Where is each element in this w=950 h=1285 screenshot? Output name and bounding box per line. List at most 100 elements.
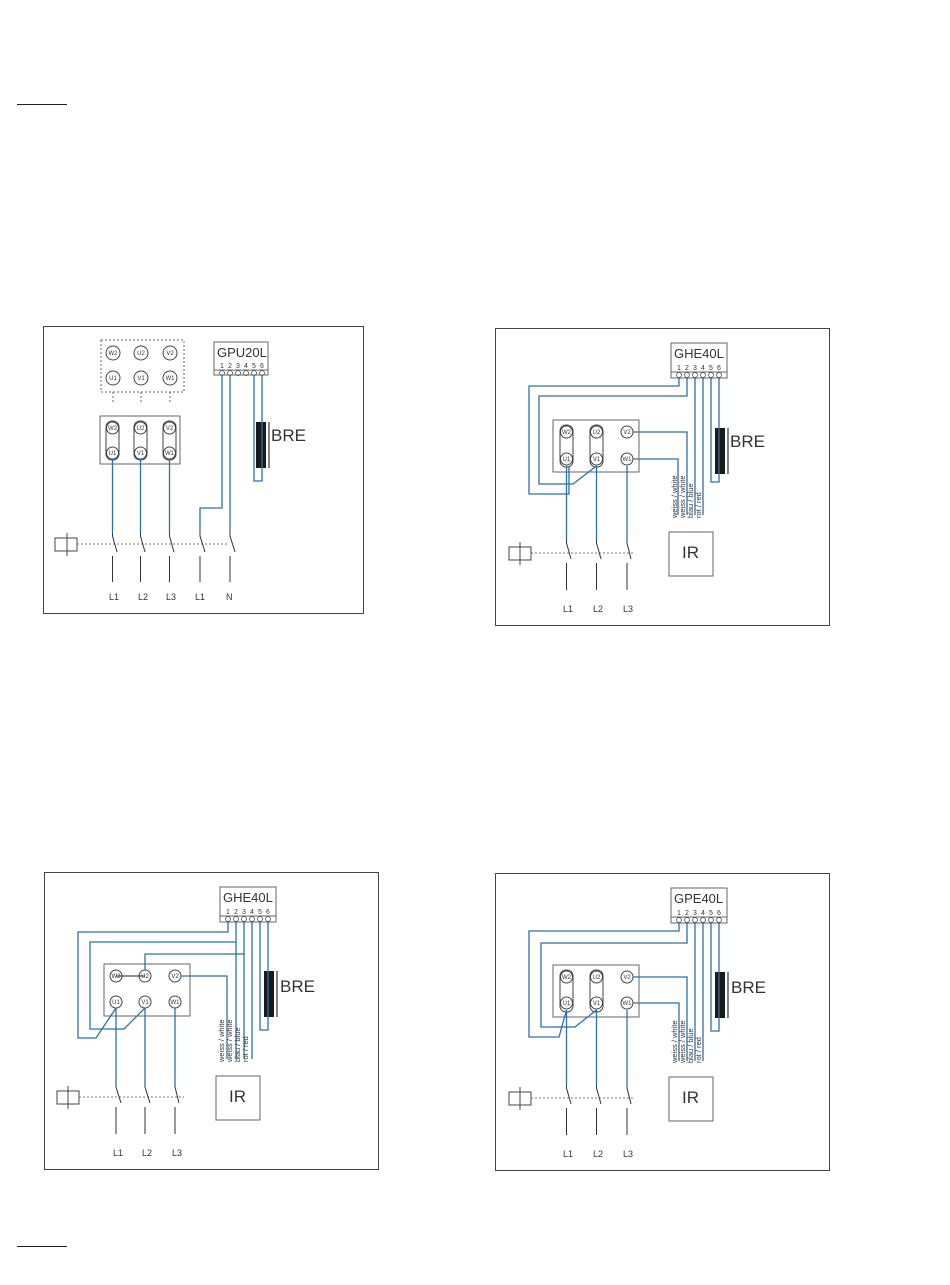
wire-label-white-2: weiss / white [678,1020,687,1064]
wire-labels: weiss / white weiss / white blau / blue … [670,1020,703,1064]
controller-box: GPE40L 1 2 3 4 5 6 [670,887,728,924]
wire-label-white-2: weiss / white [678,475,687,519]
bottom-rule [17,1246,67,1247]
terminal-num: 1 [226,909,230,916]
rectifier-label: IR [682,543,699,562]
supply-l1: L1 [563,604,573,614]
supply-labels: L1 L2 L3 [563,1149,633,1159]
wiring [77,922,269,1084]
terminal-num: 6 [260,363,264,370]
terminal-num: 1 [677,365,681,372]
terminal-u2: U2 [137,426,145,432]
supply-l2: L2 [593,604,603,614]
terminal-num: 3 [693,910,697,917]
wire-label-blue: blau / blue [686,1028,695,1063]
wire-label-blue: blau / blue [686,483,695,518]
supply-labels: L1 L2 L3 [563,604,633,614]
terminal-v2: V2 [166,426,174,432]
wire-labels: weiss / white weiss / white blau / blue … [670,475,703,519]
terminal-w2: W2 [562,975,572,981]
controller-label: GHE40L [674,346,724,361]
controller-box: GHE40L 1 2 3 4 5 6 [670,342,728,379]
wiring [528,923,720,1085]
alt-terminal-v2: V2 [166,351,174,357]
brake-coil: BRE [264,971,315,1017]
top-rule [17,104,67,105]
terminal-v2: V2 [171,974,179,980]
terminal-num: 6 [717,365,721,372]
terminal-num: 6 [266,909,270,916]
controller-label: GPU20L [217,345,267,360]
alt-terminal-u2: U2 [137,351,145,357]
brake-coil: BRE [256,422,306,468]
terminal-num: 2 [234,909,238,916]
supply-labels: L1 L2 L3 L1 N [109,592,233,602]
terminal-num: 6 [717,910,721,917]
wire-label-white-2: weiss / white [225,1019,234,1063]
terminal-num: 4 [701,910,705,917]
terminal-num: 4 [250,909,254,916]
supply-n: N [226,592,233,602]
supply-l2: L2 [142,1148,152,1158]
terminal-w1: W1 [623,457,633,463]
terminal-w1: W1 [165,451,175,457]
terminal-u1: U1 [563,1001,571,1007]
terminal-w2: W2 [108,426,118,432]
terminal-u1: U1 [109,451,117,457]
terminal-u2: U2 [141,974,149,980]
wire-label-blue: blau / blue [233,1027,242,1062]
motor-terminal-box: W2 U2 V2 U1 V1 W1 [99,415,181,465]
diagram-gpu20l: W2 U2 V2 U1 V1 W1 W2 U2 V2 U1 V1 W1 GPU2… [43,326,364,614]
wire-label-white-1: weiss / white [670,475,679,519]
alt-terminal-u1: U1 [109,376,117,382]
terminal-num: 5 [709,910,713,917]
wiring [111,376,263,533]
diagram-ghe40l-b: GHE40L 1 2 3 4 5 6 W2 U2 V2 U1 V1 W1 [44,872,379,1170]
alt-terminal-w1: W1 [166,376,176,382]
brake-label: BRE [280,977,315,996]
wiring [528,378,720,540]
terminal-u1: U1 [563,457,571,463]
wire-labels: weiss / white weiss / white blau / blue … [217,1019,250,1063]
rectifier-box: IR [668,531,714,577]
brake-label: BRE [730,432,765,451]
terminal-num: 1 [677,910,681,917]
terminal-num: 1 [220,363,224,370]
terminal-num: 3 [236,363,240,370]
motor-terminal-box: W2 U2 V2 U1 V1 W1 [552,964,640,1018]
contactor [508,540,635,590]
supply-l1: L1 [113,1148,123,1158]
rectifier-box: IR [215,1075,261,1121]
contactor [56,1084,184,1134]
controller-box: GHE40L 1 2 3 4 5 6 [219,886,277,923]
supply-l3: L3 [166,592,176,602]
controller-box: GPU20L 1 2 3 4 5 6 [213,341,269,376]
terminal-num: 5 [258,909,262,916]
supply-l1: L1 [563,1149,573,1159]
terminal-w1: W1 [171,1000,181,1006]
terminal-u2: U2 [593,975,601,981]
terminal-num: 4 [244,363,248,370]
wire-label-white-1: weiss / white [217,1019,226,1063]
wire-label-red: rot / red [241,1036,250,1062]
supply-l2: L2 [593,1149,603,1159]
terminal-u2: U2 [593,430,601,436]
rectifier-label: IR [682,1088,699,1107]
controller-label: GPE40L [674,891,723,906]
terminal-num: 3 [242,909,246,916]
terminal-w2: W2 [112,974,122,980]
terminal-num: 5 [252,363,256,370]
terminal-num: 2 [685,910,689,917]
wire-label-red: rot / red [694,1037,703,1063]
terminal-v1: V1 [137,451,145,457]
terminal-v2: V2 [623,975,631,981]
rectifier-box: IR [668,1076,714,1122]
alt-terminal-box: W2 U2 V2 U1 V1 W1 [100,339,185,404]
terminal-num: 2 [228,363,232,370]
brake-coil: BRE [715,428,765,474]
terminal-v1: V1 [141,1000,149,1006]
terminal-w2: W2 [562,430,572,436]
supply-labels: L1 L2 L3 [113,1148,182,1158]
motor-terminal-box: W2 U2 V2 U1 V1 W1 [552,419,640,473]
diagram-ghe40l-a: GHE40L 1 2 3 4 5 6 W2 U2 V2 U1 V1 W1 [495,328,830,626]
